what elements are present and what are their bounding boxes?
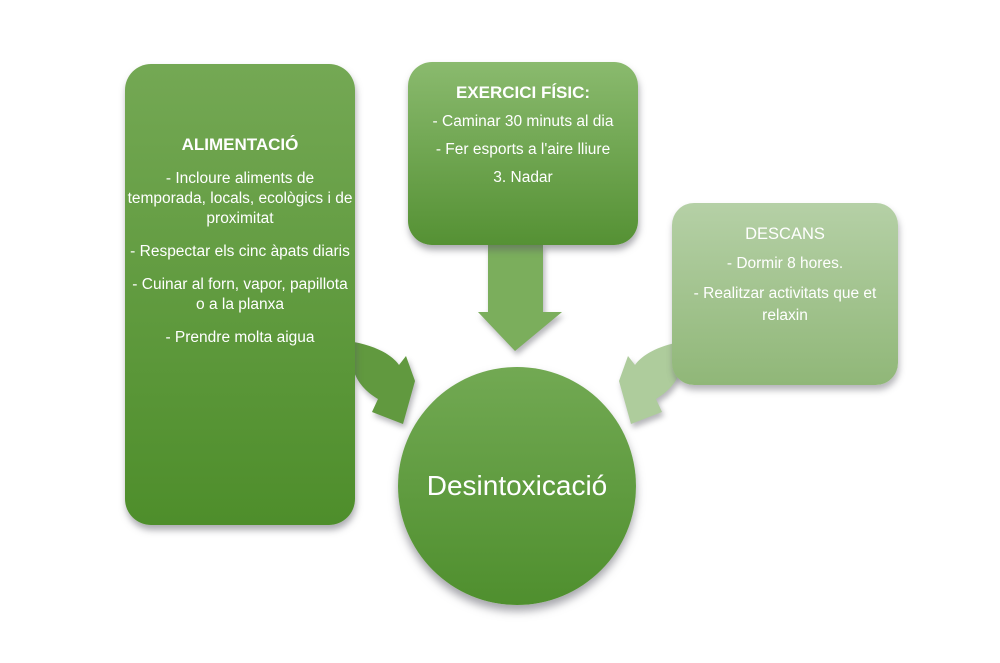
- alimentacio-box: ALIMENTACIÓ - Incloure aliments de tempo…: [125, 64, 355, 525]
- descans-to-center-arrow: [619, 342, 680, 424]
- descans-item: - Realitzar activitats que et relaxin: [693, 285, 877, 324]
- alimentacio-to-center-arrow: [354, 342, 415, 424]
- exercici-item: - Fer esports a l'aire lliure: [435, 141, 611, 158]
- exercici-item: - Caminar 30 minuts al dia: [432, 113, 614, 130]
- alimentacio-title: ALIMENTACIÓ: [181, 135, 299, 154]
- descans-box: DESCANS - Dormir 8 hores. - Realitzar ac…: [672, 203, 898, 385]
- exercici-to-center-arrow: [478, 244, 562, 351]
- alimentacio-item: - Prendre molta aigua: [165, 329, 315, 346]
- exercici-item: 3. Nadar: [493, 169, 553, 186]
- exercici-fisic-title: EXERCICI FÍSIC:: [455, 83, 591, 102]
- alimentacio-item: - Incloure aliments de temporada, locals…: [127, 170, 353, 227]
- descans-item: - Dormir 8 hores.: [726, 255, 844, 272]
- alimentacio-item: - Respectar els cinc àpats diaris: [130, 243, 350, 260]
- exercici-fisic-box: EXERCICI FÍSIC: - Caminar 30 minuts al d…: [408, 62, 638, 245]
- desintoxicacio-circle: Desintoxicació: [398, 367, 636, 605]
- alimentacio-item: - Cuinar al forn, vapor, papillota o a l…: [132, 276, 348, 313]
- descans-title: DESCANS: [745, 225, 825, 243]
- desintoxicacio-label: Desintoxicació: [426, 469, 608, 501]
